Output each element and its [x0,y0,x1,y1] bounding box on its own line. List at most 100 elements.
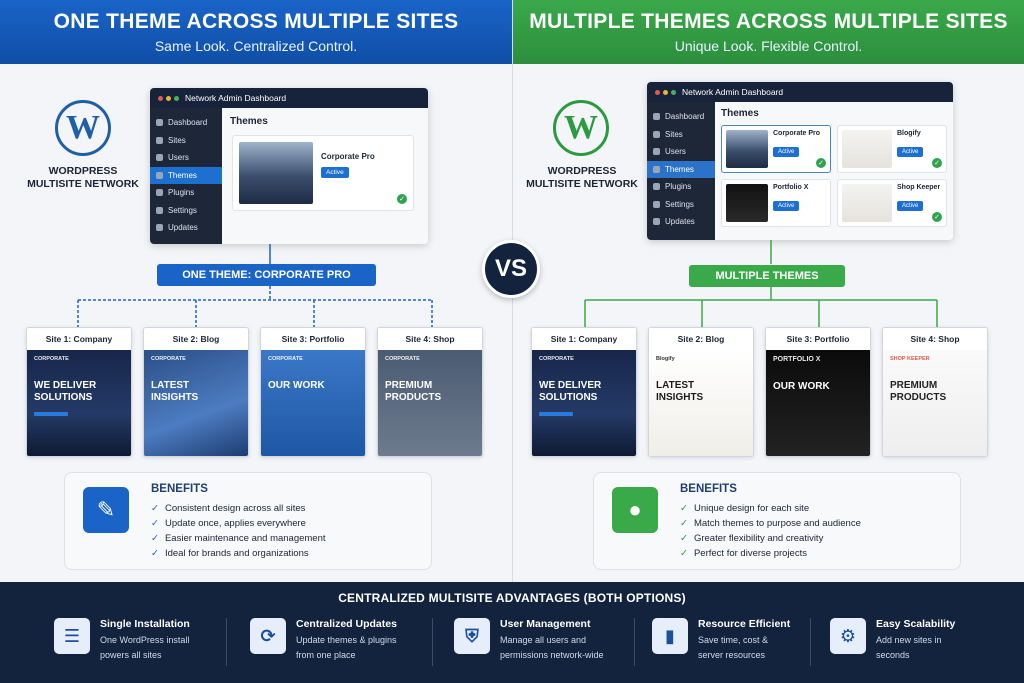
active-badge: Active [773,201,800,211]
sidebar-item-sites[interactable]: Sites [150,132,222,150]
benefit-item: Perfect for diverse projects [680,546,861,561]
theme-thumbnail [239,142,313,204]
left-logo-label: WORDPRESS MULTISITE NETWORK [27,165,139,190]
right-banner: MULTIPLE THEMES ACROSS MULTIPLE SITES Un… [513,0,1024,64]
site-brand: SHOP KEEPER [890,356,930,362]
site-brand: CORPORATE [268,356,303,362]
themes-heading: Themes [230,116,268,127]
site-headline: WE DELIVER SOLUTIONS [34,380,97,403]
site-title: Site 2: Blog [649,328,753,350]
wordpress-logo-icon: W [553,100,609,156]
site-brand: CORPORATE [34,356,69,362]
sidebar-item-settings[interactable]: Settings [150,202,222,220]
checkmark-icon: ✓ [816,158,826,168]
sidebar-item-users[interactable]: Users [647,143,715,161]
checkmark-icon: ✓ [932,158,942,168]
theme-card-corporate-pro[interactable]: Corporate Pro Active ✓ [232,135,414,211]
dashboard-titlebar: Network Admin Dashboard [150,88,428,108]
benefits-title: BENEFITS [151,483,208,495]
sidebar-item-label: Users [168,153,189,163]
left-site-3[interactable]: Site 3: Portfolio CORPORATE OUR WORK [260,327,366,457]
left-site-2[interactable]: Site 2: Blog CORPORATE LATEST INSIGHTS [143,327,249,457]
left-site-4[interactable]: Site 4: Shop CORPORATE PREMIUM PRODUCTS [377,327,483,457]
sites-icon [653,130,660,138]
sidebar-item-label: Dashboard [168,118,208,128]
left-banner-title: ONE THEME ACROSS MULTIPLE SITES [53,10,459,33]
right-banner-subtitle: Unique Look. Flexible Control. [674,38,863,54]
site-preview: SHOP KEEPER PREMIUM PRODUCTS [883,350,987,456]
users-icon [653,148,660,156]
right-site-2[interactable]: Site 2: Blog Blogify LATEST INSIGHTS [648,327,754,457]
dashboard-title: Network Admin Dashboard [682,87,784,97]
site-brand: Blogify [656,356,675,362]
sidebar-item-label: Settings [168,205,197,215]
theme-name: Corporate Pro [321,152,375,161]
sidebar-item-users[interactable]: Users [150,149,222,167]
sidebar-item-updates[interactable]: Updates [150,219,222,237]
active-badge: Active [773,147,800,157]
right-site-1[interactable]: Site 1: Company CORPORATE WE DELIVER SOL… [531,327,637,457]
site-preview: CORPORATE LATEST INSIGHTS [144,350,248,456]
site-title: Site 3: Portfolio [766,328,870,350]
checkmark-icon: ✓ [932,212,942,222]
right-connector-lines [584,240,938,327]
sidebar-item-dashboard[interactable]: Dashboard [150,114,222,132]
themes-icon [653,165,660,173]
sidebar-item-sites[interactable]: Sites [647,126,715,144]
site-cta-bar [34,412,68,416]
divider [810,618,811,666]
dashboard-icon [653,113,660,121]
left-site-1[interactable]: Site 1: Company CORPORATE WE DELIVER SOL… [26,327,132,457]
themes-heading: Themes [721,108,759,119]
sidebar-item-plugins[interactable]: Plugins [150,184,222,202]
bar-chart-icon: ▮ [652,618,688,654]
sidebar-item-settings[interactable]: Settings [647,196,715,214]
right-banner-title: MULTIPLE THEMES ACROSS MULTIPLE SITES [529,10,1008,33]
sidebar-item-plugins[interactable]: Plugins [647,178,715,196]
left-theme-pill: ONE THEME: CORPORATE PRO [157,264,376,286]
benefit-item: Consistent design across all sites [151,501,326,516]
dashboard-title: Network Admin Dashboard [185,93,287,103]
site-title: Site 1: Company [532,328,636,350]
wordpress-logo-icon: W [55,100,111,156]
sidebar-item-themes[interactable]: Themes [150,166,222,184]
right-site-4[interactable]: Site 4: Shop SHOP KEEPER PREMIUM PRODUCT… [882,327,988,457]
advantage-desc: Add new sites in seconds [876,635,942,660]
dashboard-titlebar: Network Admin Dashboard [647,82,953,102]
left-benefits-box: ✎ BENEFITS Consistent design across all … [64,472,432,570]
sidebar-item-dashboard[interactable]: Dashboard [647,108,715,126]
themes-icon [156,171,163,179]
sidebar-item-label: Plugins [665,182,692,192]
theme-name: Blogify [897,130,921,137]
sidebar-item-label: Users [665,147,686,157]
active-badge: Active [897,201,924,211]
sidebar-item-label: Updates [168,223,198,233]
left-connector-lines [77,244,433,327]
site-title: Site 3: Portfolio [261,328,365,350]
divider [634,618,635,666]
site-brand: CORPORATE [385,356,420,362]
updates-icon [653,218,660,226]
right-theme-pill: MULTIPLE THEMES [689,265,845,287]
sidebar-item-updates[interactable]: Updates [647,213,715,231]
sidebar-item-themes[interactable]: Themes [647,160,715,178]
site-headline: PREMIUM PRODUCTS [890,380,947,403]
theme-thumbnail [842,184,892,222]
right-benefits-box: ● BENEFITS Unique design for each site M… [593,472,961,570]
active-badge: Active [897,147,924,157]
site-headline: PREMIUM PRODUCTS [385,380,442,403]
versus-badge: VS [482,240,540,298]
advantage-desc: Update themes & plugins from one place [296,635,397,660]
site-preview: CORPORATE PREMIUM PRODUCTS [378,350,482,456]
sidebar-item-label: Themes [665,164,694,174]
right-site-3[interactable]: Site 3: Portfolio PORTFOLIO X OUR WORK [765,327,871,457]
window-dots-icon [158,95,179,101]
left-banner-subtitle: Same Look. Centralized Control. [154,38,358,54]
active-badge: Active [321,167,349,178]
divider [432,618,433,666]
